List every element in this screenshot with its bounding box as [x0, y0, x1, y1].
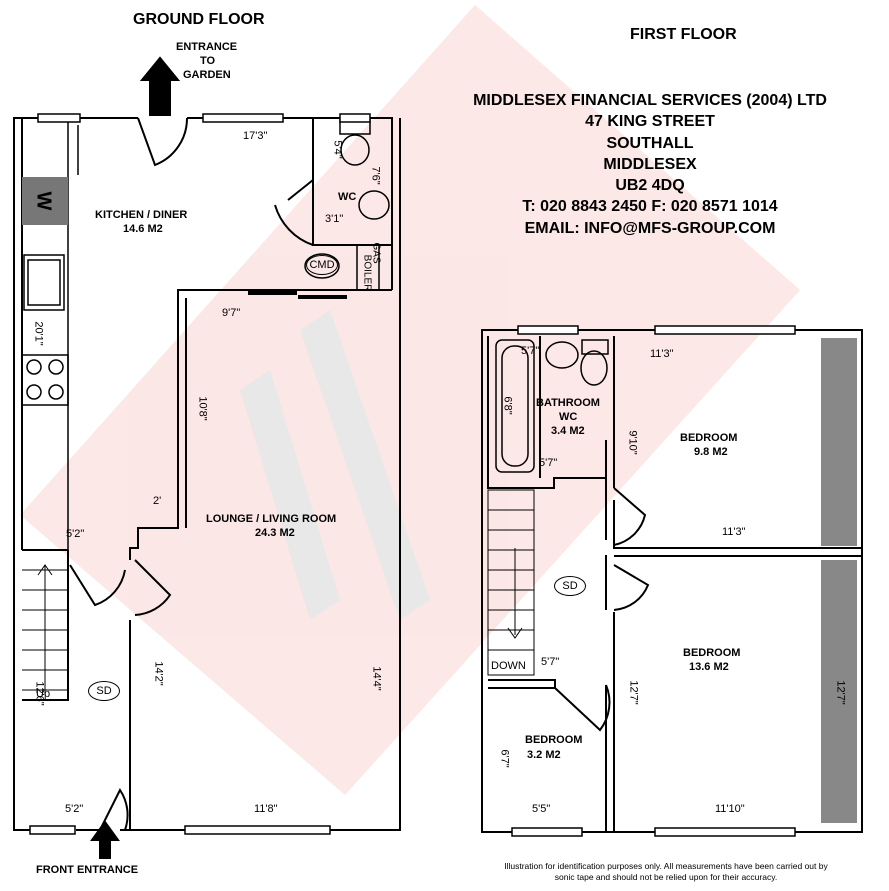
front-door-arc	[99, 788, 129, 831]
washer-box	[22, 177, 68, 225]
front-entrance-arrow	[90, 820, 120, 859]
mfs-watermark	[20, 5, 800, 795]
company-block: MIDDLESEX FINANCIAL SERVICES (2004) LTD …	[440, 90, 860, 239]
wc-name: WC	[338, 191, 357, 203]
dim-step: 2'	[153, 495, 162, 507]
dim-bed2-bottom: 11'10"	[715, 803, 745, 815]
dim-bed2-left: 12'7"	[627, 680, 640, 705]
ground-stairs	[22, 564, 68, 695]
bedroom1-area: 9.8 M2	[694, 446, 728, 458]
lounge-name: LOUNGE / LIVING ROOM	[206, 513, 337, 525]
dim-bath-width: 5'7"	[521, 345, 540, 357]
gas-boiler-label-2: BOILER	[361, 254, 373, 292]
first-floor-title: FIRST FLOOR	[630, 26, 737, 43]
ground-floor-title: GROUND FLOOR	[133, 11, 265, 28]
first-floor-walls	[481, 329, 863, 833]
entrance-garden-label-2: TO	[200, 55, 216, 67]
dim-bed3-bottom: 5'5"	[532, 803, 551, 815]
bedroom3-area: 3.2 M2	[527, 749, 561, 761]
entrance-garden-label-1: ENTRANCE	[176, 41, 238, 53]
company-phone: T: 020 8843 2450 F: 020 8571 1014	[522, 198, 778, 216]
garden-entrance-arrow	[139, 56, 181, 116]
dim-bath-bottom: 5'7"	[539, 457, 558, 469]
dim-wc-height: 7'6"	[369, 166, 382, 185]
first-stairs	[487, 489, 535, 676]
kitchen-area: 14.6 M2	[123, 223, 163, 235]
lounge-door-arc	[134, 559, 172, 616]
company-address-2: SOUTHALL	[606, 134, 694, 152]
dim-bed3-height: 6'7"	[498, 749, 511, 768]
dim-lounge-bottom: 11'8"	[254, 803, 278, 815]
wc-walls	[274, 118, 392, 291]
dim-lounge-side: 10'8"	[196, 396, 209, 421]
bed1-door-arc	[613, 487, 647, 546]
bedroom1-name: BEDROOM	[680, 432, 738, 444]
bedroom3-name: BEDROOM	[525, 734, 583, 746]
dim-bed2-right: 12'7"	[834, 680, 847, 705]
dim-wc-depth: 3'1"	[325, 213, 344, 225]
garden-door-arc	[137, 117, 189, 167]
cmd-detector: CMD	[306, 255, 338, 275]
dim-bath-height: 6'8"	[501, 396, 514, 415]
dim-bed1-width: 11'3"	[650, 348, 674, 360]
dim-lounge-left: 14'2"	[152, 661, 165, 686]
dim-kitchen-length: 20'1"	[32, 321, 45, 346]
company-name: MIDDLESEX FINANCIAL SERVICES (2004) LTD	[473, 92, 827, 109]
front-entrance-label: FRONT ENTRANCE	[36, 864, 139, 876]
bedroom2-area: 13.6 M2	[689, 661, 729, 673]
kitchen-name: KITCHEN / DINER	[95, 209, 188, 221]
windows	[29, 113, 796, 837]
hall-door-arc	[69, 564, 126, 607]
bathroom-name-2: WC	[559, 411, 578, 423]
entrance-garden-label-3: GARDEN	[183, 69, 231, 81]
wc-fixtures	[304, 117, 390, 279]
company-postcode: UB2 4DQ	[615, 177, 685, 195]
washer-label: W	[32, 191, 55, 211]
bathroom-name: BATHROOM	[536, 397, 600, 409]
first-smoke-detector: SD	[554, 576, 586, 596]
bed2-door-arc	[613, 564, 650, 611]
dim-kitchen-width: 17'3"	[243, 130, 268, 142]
lounge-area: 24.3 M2	[255, 527, 295, 539]
dim-lounge-right: 14'4"	[370, 666, 383, 691]
dim-bed1-bottom: 11'3"	[722, 526, 746, 538]
dim-hall-width: 5'2"	[66, 528, 85, 540]
dim-lounge-top: 9'7"	[222, 307, 241, 319]
dim-bed1-height: 9'10"	[626, 430, 639, 455]
dim-hall-bottom: 5'2"	[65, 803, 84, 815]
bedroom2-name: BEDROOM	[683, 647, 741, 659]
company-address-3: MIDDLESEX	[603, 155, 697, 173]
dim-wc-width: 5'4"	[331, 140, 344, 159]
bathroom-area: 3.4 M2	[551, 425, 585, 437]
company-email: EMAIL: INFO@MFS-GROUP.COM	[524, 219, 776, 237]
ground-smoke-detector: SD	[88, 681, 120, 701]
dim-hall-length: 12'6"	[33, 681, 46, 706]
stairs-up-label: Up	[36, 688, 51, 700]
disclaimer: Illustration for identification purposes…	[504, 861, 828, 882]
company-address-1: 47 KING STREET	[585, 113, 715, 131]
dim-landing: 5'7"	[541, 656, 560, 668]
bathroom-fixtures	[495, 339, 609, 473]
bed3-door-arc	[554, 684, 611, 732]
stairs-down-label: DOWN	[491, 660, 526, 672]
